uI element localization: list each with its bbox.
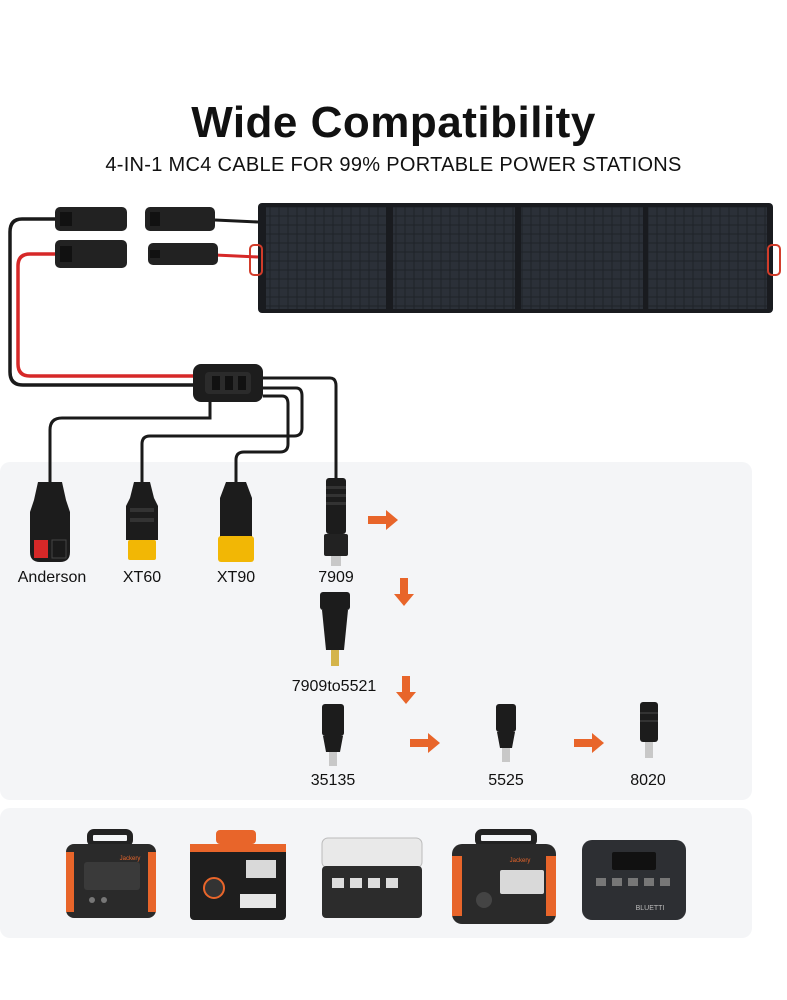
jackery-power-station-icon: [66, 829, 156, 918]
mc4-connector-icon: [145, 207, 218, 265]
orange-handle-power-station-icon: [190, 830, 286, 920]
adapter-label-35135: 35135: [310, 772, 356, 789]
mc4-connector-icon: [55, 207, 127, 268]
splitter-hub-icon: [193, 364, 263, 402]
jackery-explorer-brand-label: Jackery: [510, 858, 531, 864]
jackery-explorer-icon: [452, 829, 556, 924]
connector-label-xt60: XT60: [122, 569, 162, 586]
connector-label-anderson: Anderson: [17, 569, 87, 586]
ecoflow-power-station-icon: [321, 837, 423, 918]
bluetti-power-station-icon: [582, 840, 686, 920]
arrow-right-icon: [410, 733, 440, 753]
adapter-label-7909to5521: 7909to5521: [291, 678, 377, 695]
connector-label-7909: 7909: [318, 569, 354, 586]
adapter-label-5525: 5525: [488, 772, 524, 789]
page-subtitle: 4-IN-1 MC4 CABLE FOR 99% PORTABLE POWER …: [105, 154, 682, 176]
page-title: Wide Compatibility: [191, 98, 596, 147]
arrow-right-icon: [574, 733, 604, 753]
xt90-connector-icon: [218, 482, 254, 562]
arrow-down-icon: [394, 578, 414, 606]
xt60-connector-icon: [126, 482, 158, 560]
5525-adapter-icon: [496, 704, 516, 762]
arrow-right-icon: [368, 510, 398, 530]
jackery-brand-label: Jackery: [120, 856, 141, 862]
8020-adapter-icon: [640, 702, 658, 758]
7909to5521-adapter-icon: [320, 592, 350, 666]
bluetti-brand-label: BLUETTI: [636, 905, 665, 912]
solar-panel-icon: [249, 203, 781, 313]
arrow-down-icon: [396, 676, 416, 704]
35135-adapter-icon: [322, 704, 344, 766]
7909-connector-icon: [324, 478, 348, 566]
adapter-label-8020: 8020: [630, 772, 666, 789]
anderson-connector-icon: [30, 482, 70, 562]
connector-label-xt90: XT90: [216, 569, 256, 586]
